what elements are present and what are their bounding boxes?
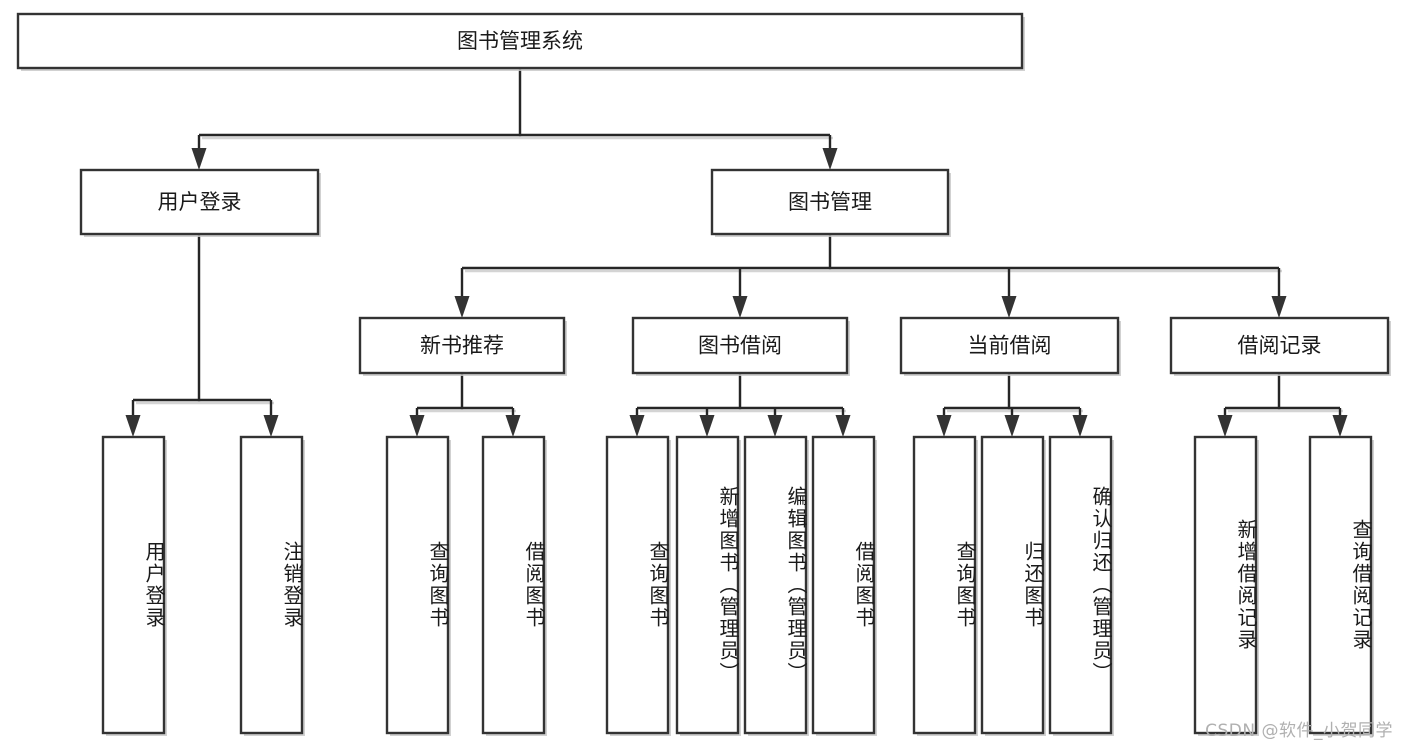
node-box-current[interactable] xyxy=(899,316,1120,375)
node-box-leaf-bw-query[interactable] xyxy=(605,435,670,735)
node-box-layer xyxy=(16,12,1390,735)
node-label-root: 图书管理系统 xyxy=(457,29,583,53)
node-box-root[interactable] xyxy=(16,12,1024,70)
connector-bus-newbook xyxy=(417,373,513,410)
arrow-leaf-bw-edit-icon xyxy=(767,415,783,437)
node-box-leaf-bw-borrow[interactable] xyxy=(811,435,876,735)
node-box-leaf-user-logout[interactable] xyxy=(239,435,304,735)
arrow-leaf-bw-add-icon xyxy=(699,415,715,437)
arrow-records-icon xyxy=(1271,296,1287,318)
node-box-leaf-bw-add[interactable] xyxy=(675,435,740,735)
node-box-leaf-nb-query[interactable] xyxy=(385,435,450,735)
arrow-leaf-nb-query-icon xyxy=(409,415,425,437)
connector-bus-bookmgmt xyxy=(462,234,1279,270)
arrow-login-icon xyxy=(191,148,207,170)
connector-shadow xyxy=(947,376,1083,413)
arrow-leaf-rc-query-icon xyxy=(1332,415,1348,437)
connector-shadow xyxy=(640,376,846,413)
connector-bus-root xyxy=(199,68,830,137)
connector-shadow xyxy=(465,237,1282,273)
arrow-borrow-icon xyxy=(732,296,748,318)
node-box-leaf-cu-return[interactable] xyxy=(980,435,1045,735)
arrow-leaf-bw-borrow-icon xyxy=(835,415,851,437)
node-box-leaf-rc-add[interactable] xyxy=(1193,435,1258,735)
arrow-head-layer xyxy=(125,148,1348,437)
node-box-login[interactable] xyxy=(79,168,320,236)
node-box-leaf-bw-edit[interactable] xyxy=(743,435,808,735)
arrow-leaf-rc-add-icon xyxy=(1217,415,1233,437)
node-box-leaf-rc-query[interactable] xyxy=(1308,435,1373,735)
connector-shadow xyxy=(420,376,516,413)
arrow-leaf-cu-confirm-icon xyxy=(1072,415,1088,437)
arrow-leaf-user-login-icon xyxy=(125,415,141,437)
node-label-newbook: 新书推荐 xyxy=(420,334,504,358)
node-box-leaf-cu-confirm[interactable] xyxy=(1048,435,1113,735)
arrow-bookmgmt-icon xyxy=(822,148,838,170)
connector-bus-borrow xyxy=(637,373,843,410)
node-box-records[interactable] xyxy=(1169,316,1390,375)
connector-shadow xyxy=(202,71,833,140)
connector-shadow xyxy=(1228,376,1343,413)
node-box-leaf-nb-borrow[interactable] xyxy=(481,435,546,735)
node-label-current: 当前借阅 xyxy=(968,334,1052,358)
node-label-login: 用户登录 xyxy=(158,190,242,214)
watermark-text: CSDN @软件_小贺同学 xyxy=(1205,721,1393,741)
connector-bus-login xyxy=(133,234,271,402)
node-box-leaf-cu-query[interactable] xyxy=(912,435,977,735)
connector-bus-current xyxy=(944,373,1080,410)
arrow-leaf-bw-query-icon xyxy=(629,415,645,437)
node-label-bookmgmt: 图书管理 xyxy=(788,190,872,214)
arrow-leaf-cu-query-icon xyxy=(936,415,952,437)
arrow-leaf-cu-return-icon xyxy=(1004,415,1020,437)
arrow-leaf-user-logout-icon xyxy=(263,415,279,437)
connector-shadow xyxy=(136,237,274,405)
node-label-records: 借阅记录 xyxy=(1238,334,1322,358)
node-box-borrow[interactable] xyxy=(631,316,849,375)
connector-bus-records xyxy=(1225,373,1340,410)
node-label-borrow: 图书借阅 xyxy=(698,334,782,358)
arrow-newbook-icon xyxy=(454,296,470,318)
arrow-leaf-nb-borrow-icon xyxy=(505,415,521,437)
node-box-newbook[interactable] xyxy=(358,316,566,375)
node-box-leaf-user-login[interactable] xyxy=(101,435,166,735)
arrow-current-icon xyxy=(1001,296,1017,318)
